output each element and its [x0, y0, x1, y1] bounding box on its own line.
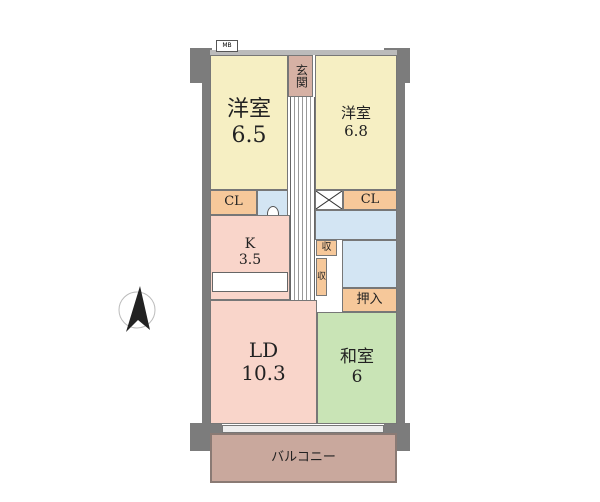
- north-compass-icon: [118, 286, 156, 332]
- closet-right: CL: [343, 190, 397, 210]
- storage-2: 収: [316, 258, 327, 296]
- closet-left: CL: [210, 190, 257, 215]
- room-size: 3.5: [238, 252, 262, 269]
- window-sill: [222, 425, 384, 433]
- meter-box: MB: [216, 40, 238, 52]
- room-label: 玄関: [294, 64, 309, 88]
- room-size: 6: [351, 367, 363, 387]
- room-size: 10.3: [241, 361, 286, 385]
- hallway: [290, 97, 315, 300]
- room-living-dining: LD 10.3: [210, 300, 317, 424]
- room-label: 押入: [356, 291, 383, 307]
- room-label: 洋室: [226, 97, 271, 123]
- room-label: K: [244, 236, 256, 252]
- room-japanese: 和室 6: [317, 312, 397, 424]
- bathroom: [342, 240, 397, 288]
- room-western-left: 洋室 6.5: [210, 55, 288, 190]
- room-size: 6.8: [344, 121, 368, 140]
- room-label: 収: [321, 242, 332, 254]
- room-label: CL: [360, 191, 380, 207]
- room-label: CL: [224, 194, 243, 210]
- room-size: 6.5: [231, 122, 267, 148]
- room-label: 収: [317, 271, 327, 282]
- room-entrance: 玄関: [288, 55, 313, 97]
- washroom: [315, 210, 397, 240]
- wall-top: [210, 50, 397, 55]
- kitchen-counter: [212, 272, 288, 292]
- pipe-space: [315, 190, 343, 210]
- column-top-left: [190, 48, 212, 83]
- balcony: バルコニー: [210, 433, 397, 483]
- wall-left: [202, 48, 210, 428]
- room-label: バルコニー: [271, 449, 336, 465]
- cross-icon: [316, 191, 342, 209]
- wall-right: [397, 48, 405, 428]
- room-label: 洋室: [340, 104, 371, 123]
- room-oshiire: 押入: [342, 288, 397, 312]
- room-label: LD: [248, 338, 279, 362]
- room-western-right: 洋室 6.8: [315, 55, 397, 190]
- room-label: 和室: [340, 347, 374, 368]
- storage-1: 収: [316, 240, 337, 256]
